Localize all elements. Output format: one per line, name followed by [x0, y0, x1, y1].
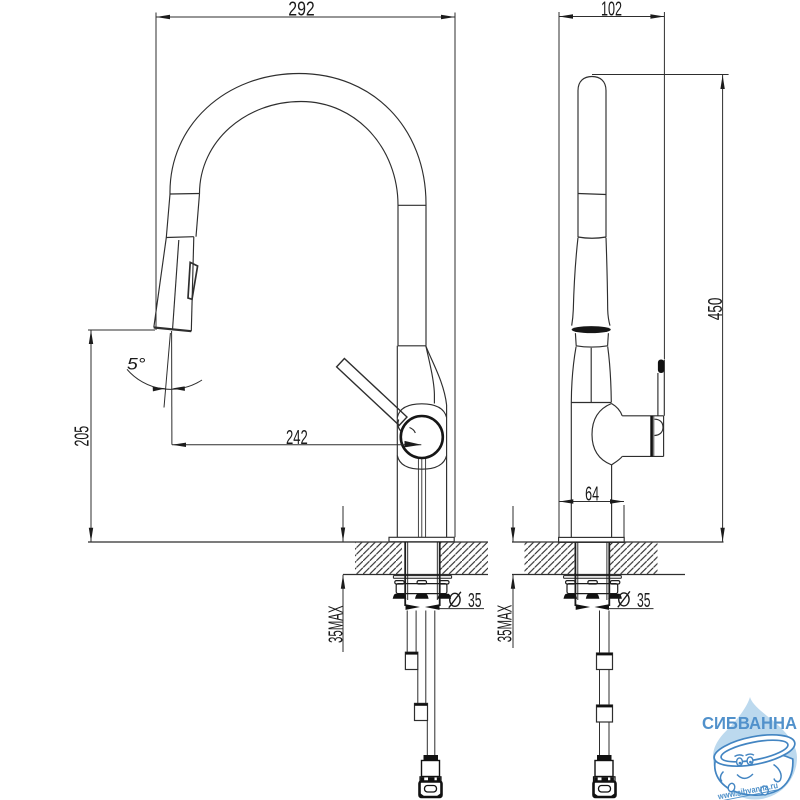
svg-text:СИБВАННА: СИБВАННА: [702, 713, 797, 733]
svg-text:35: 35: [637, 590, 651, 612]
svg-text:5°: 5°: [127, 356, 146, 374]
svg-text:450: 450: [705, 298, 727, 321]
svg-text:35MAX: 35MAX: [326, 605, 348, 643]
svg-text:292: 292: [288, 0, 315, 21]
svg-text:35: 35: [468, 590, 482, 612]
svg-text:242: 242: [286, 427, 308, 449]
svg-text:102: 102: [601, 0, 622, 20]
svg-text:205: 205: [72, 426, 94, 447]
svg-text:64: 64: [585, 483, 599, 505]
svg-text:35MAX: 35MAX: [495, 605, 517, 643]
